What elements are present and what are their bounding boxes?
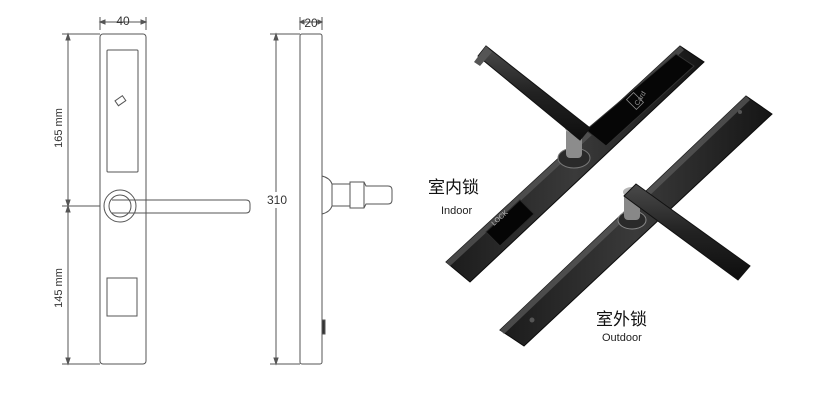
side-view xyxy=(270,17,393,366)
side-width-label: 20 xyxy=(304,16,318,30)
side-plate-outline xyxy=(299,33,323,365)
card-symbol xyxy=(625,91,645,111)
front-plate-outline xyxy=(99,33,147,365)
indoor-label-en: Indoor xyxy=(441,205,473,217)
lock-button-panel xyxy=(485,199,535,247)
plate-width-label: 40 xyxy=(116,14,130,28)
indoor-handle xyxy=(477,45,591,141)
handle-rose xyxy=(103,189,137,223)
total-height-label: 310 xyxy=(267,193,287,207)
outdoor-lock xyxy=(499,95,773,347)
product-photo: Card LOCK xyxy=(445,45,773,347)
lower-window-outline xyxy=(106,277,138,317)
handle-lever xyxy=(112,199,251,214)
side-handle-profile xyxy=(321,175,393,215)
outdoor-label-cn: 室外锁 xyxy=(596,310,647,330)
bottom-screw xyxy=(529,317,535,323)
top-screw xyxy=(738,110,742,114)
card-window-outline xyxy=(106,49,139,173)
upper-height-label: 165 mm xyxy=(53,108,65,148)
indoor-label-cn: 室内锁 xyxy=(428,178,479,198)
front-view xyxy=(62,17,251,366)
outdoor-handle xyxy=(623,183,751,281)
card-reader-glass xyxy=(585,53,695,147)
lower-height-label: 145 mm xyxy=(53,268,65,308)
indoor-lock: Card LOCK xyxy=(445,45,705,283)
card-icon xyxy=(114,94,127,107)
outdoor-label-en: Outdoor xyxy=(602,332,642,344)
